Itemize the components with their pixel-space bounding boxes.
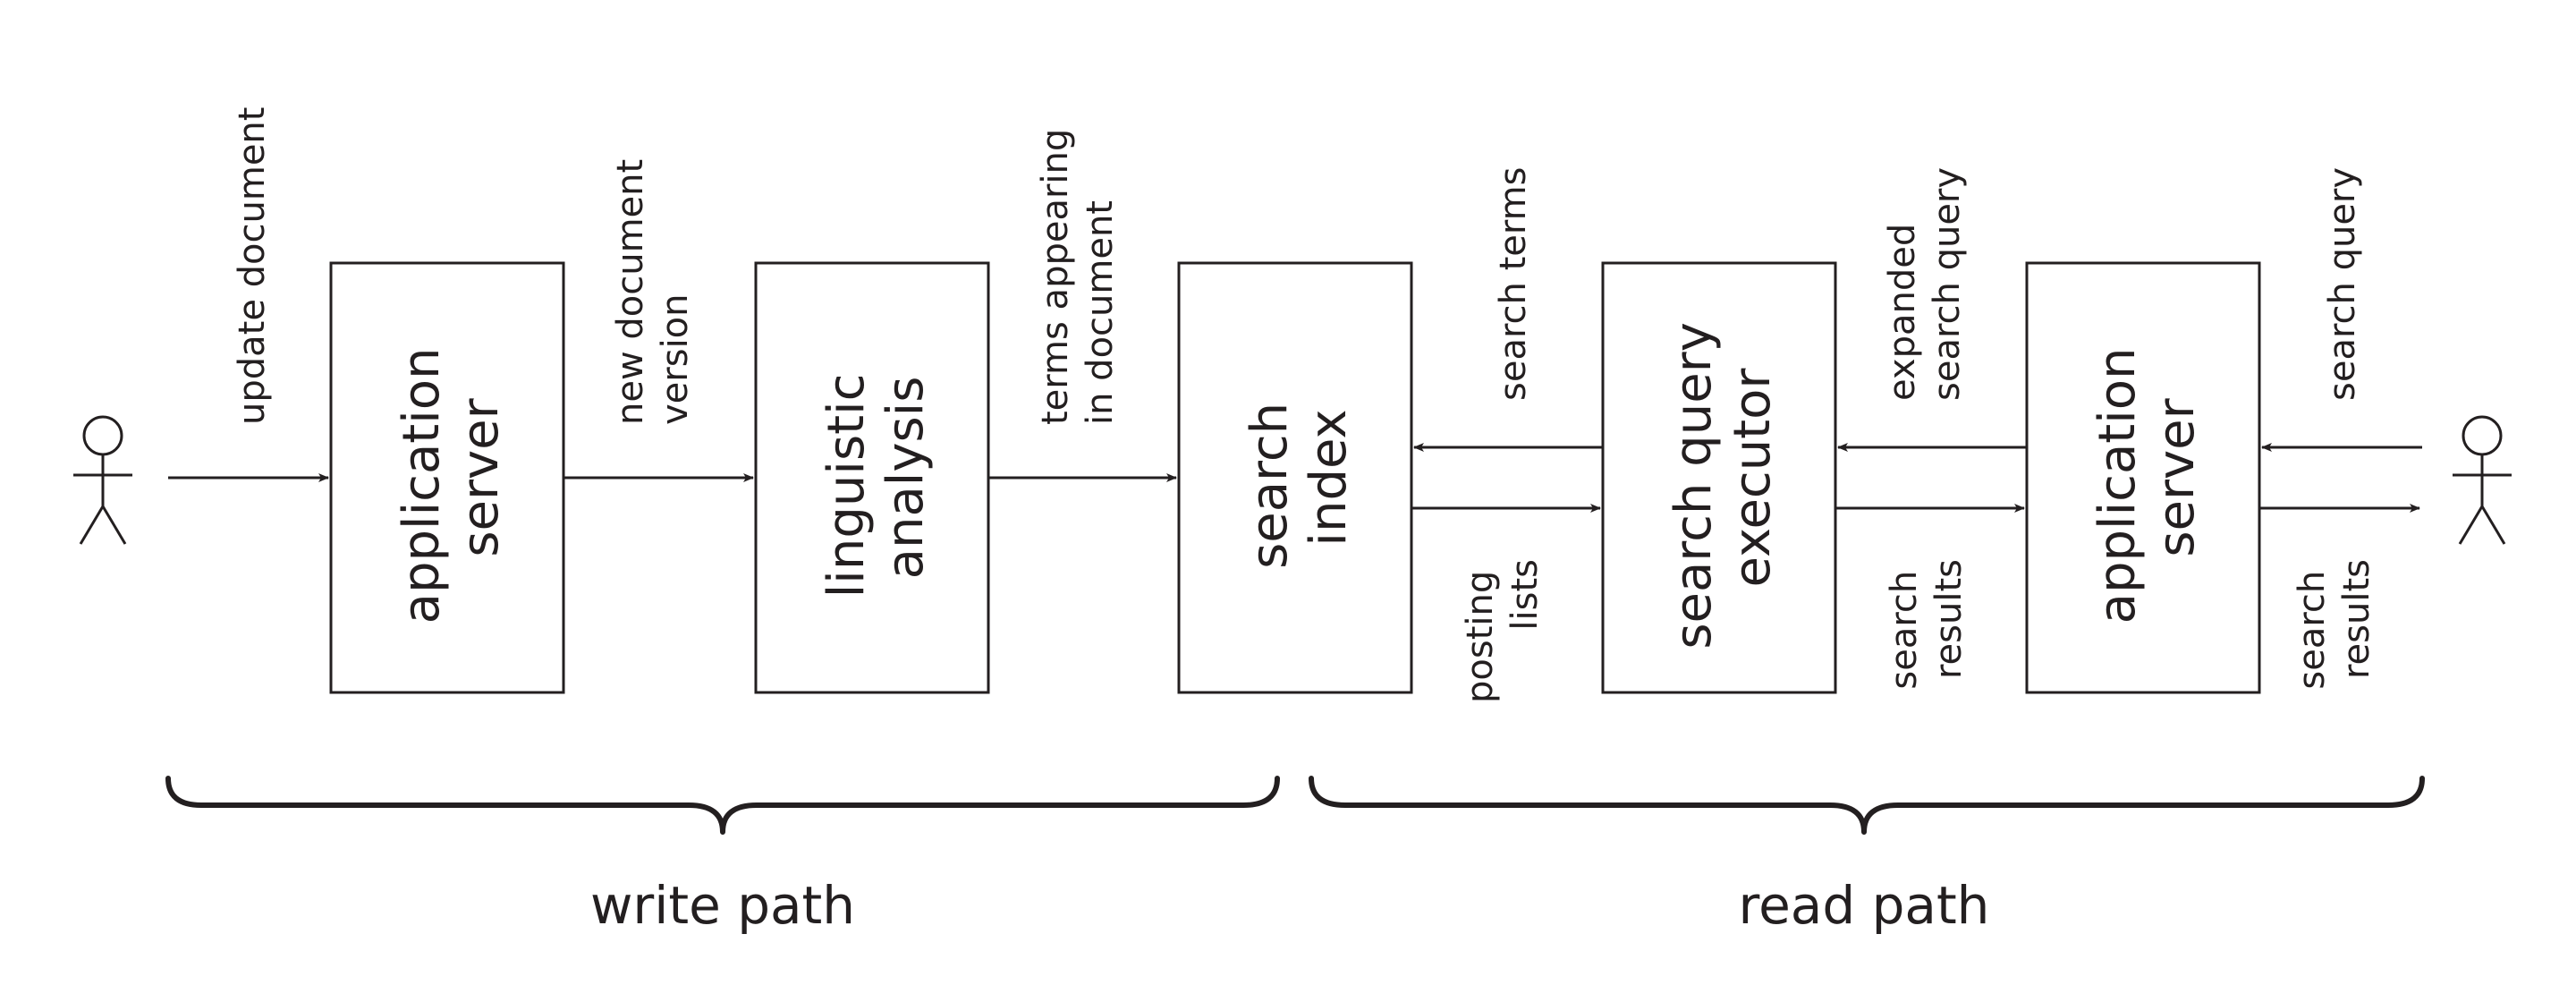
search-index-box bbox=[1177, 261, 1413, 694]
label-new-document-version: new document version bbox=[610, 148, 696, 425]
user-icon-right bbox=[2453, 415, 2512, 545]
user-icon-left bbox=[73, 415, 132, 545]
label-search-terms: search terms bbox=[1493, 167, 1534, 401]
label-expanded-query: expanded search query bbox=[1882, 167, 1968, 401]
app-server-write-label: application server bbox=[393, 332, 510, 624]
label-terms-appearing: terms appearing in document bbox=[1035, 117, 1121, 425]
label-search-results-1: search results bbox=[1884, 559, 1970, 690]
search-query-executor-label: search query executor bbox=[1665, 306, 1782, 649]
write-path-label: write path bbox=[590, 875, 855, 936]
read-path-brace bbox=[1309, 776, 2425, 835]
read-path-label: read path bbox=[1739, 875, 1990, 936]
label-search-query: search query bbox=[2322, 167, 2363, 401]
label-posting-lists: posting lists bbox=[1460, 559, 1546, 703]
app-server-read-box bbox=[2025, 261, 2261, 694]
search-index-label: search index bbox=[1241, 386, 1358, 569]
app-server-read-label: application server bbox=[2089, 332, 2206, 624]
search-query-executor-box bbox=[1601, 261, 1837, 694]
label-update-document: update document bbox=[232, 107, 273, 425]
write-path-brace bbox=[165, 776, 1280, 835]
linguistic-analysis-label: linguistic analysis bbox=[818, 358, 935, 599]
label-search-results-2: search results bbox=[2292, 559, 2377, 690]
